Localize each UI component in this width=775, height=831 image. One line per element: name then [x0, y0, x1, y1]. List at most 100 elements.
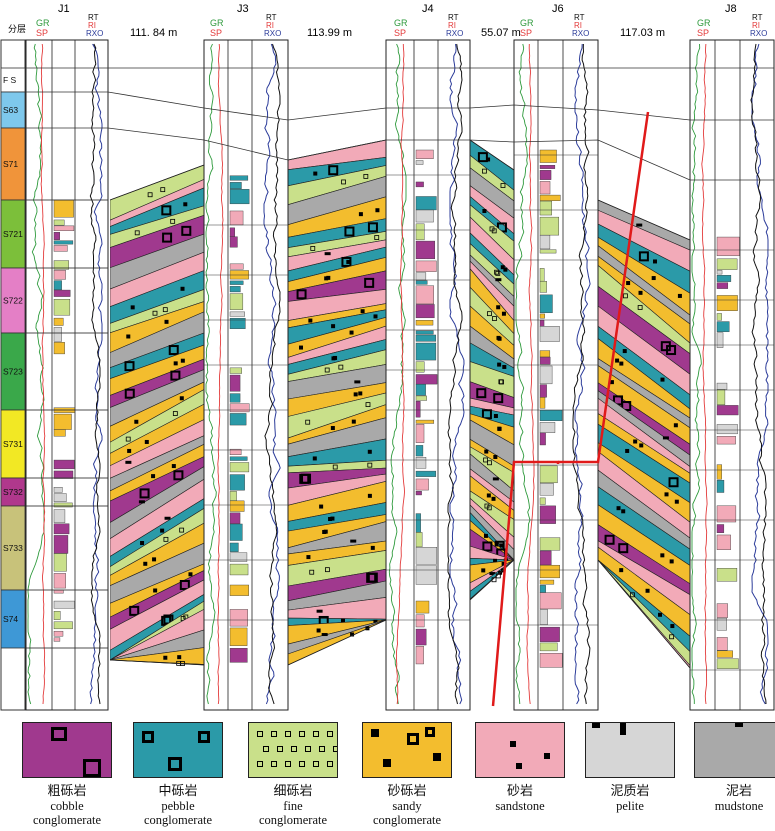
legend-swatch-pelite [585, 722, 675, 778]
lith-bar [229, 393, 241, 403]
strata-layer [110, 187, 204, 235]
lith-bar [716, 313, 722, 321]
strata-layer [110, 456, 204, 523]
ri-label: RI [266, 21, 274, 30]
lith-bar [539, 397, 546, 409]
lith-bar [415, 260, 437, 272]
lith-bar [539, 432, 546, 446]
lith-bar [229, 280, 244, 285]
rxo-label: RXO [264, 29, 281, 38]
fault-line-east [558, 111, 650, 464]
lith-bar [716, 258, 738, 270]
strata-layer [470, 419, 514, 467]
ri-label: RI [574, 21, 582, 30]
strata-layer [598, 413, 690, 484]
strata-layer [470, 232, 514, 285]
lith-bar [539, 313, 545, 319]
strata-layer [288, 521, 386, 555]
correlation-panels [109, 139, 691, 669]
lith-bar [716, 658, 739, 669]
legend-swatch-sandy [362, 722, 452, 778]
strata-layer [110, 311, 204, 369]
lith-bar [53, 327, 62, 342]
legend-label-en-2: conglomerate [372, 813, 442, 827]
lith-bar [539, 181, 551, 195]
strata-layer [470, 468, 514, 511]
lith-bar [415, 361, 425, 373]
lith-bar [229, 189, 250, 205]
lith-bar [415, 419, 435, 424]
lith-bar [716, 389, 726, 405]
lith-bar [53, 429, 66, 437]
lith-bar [53, 493, 67, 502]
lith-bar [539, 642, 558, 652]
lith-bar [716, 617, 727, 631]
lith-bar [415, 532, 423, 548]
strata-layer [470, 154, 514, 202]
strata-layer [470, 413, 514, 446]
lith-bar [415, 285, 434, 305]
lith-bar [415, 445, 424, 457]
strata-layer [470, 453, 514, 503]
strata-layer [288, 270, 386, 302]
strata-layer [288, 317, 386, 358]
lith-bar [539, 350, 551, 358]
lith-bar [229, 491, 237, 501]
lith-bar [539, 216, 560, 236]
rt-label: RT [574, 13, 585, 22]
lith-bar [53, 459, 75, 470]
lith-bar [415, 280, 428, 285]
strata-layer [598, 390, 690, 468]
rxo-label: RXO [750, 29, 767, 38]
lith-bar [539, 294, 553, 314]
well-spacing-4: 117.03 m [620, 27, 665, 39]
lith-bar [539, 326, 560, 342]
lith-bar [539, 465, 558, 484]
lith-bar [53, 637, 61, 642]
lith-bar [53, 535, 69, 554]
lith-bar [716, 275, 732, 282]
log-curve [447, 43, 463, 705]
layer-band-s74 [0, 589, 26, 649]
layer-band-fs [0, 67, 26, 93]
lith-bar [229, 403, 250, 413]
well-spacing-2: 113.99 m [307, 27, 352, 39]
lith-bar [716, 603, 728, 618]
strata-layer [598, 365, 690, 445]
strata-layer [110, 443, 204, 502]
lith-bar [716, 479, 725, 493]
strata-layer [110, 478, 204, 557]
gr-label: GR [520, 18, 534, 28]
log-curve [89, 43, 103, 705]
lith-bar [539, 579, 555, 585]
lith-bar [229, 263, 244, 270]
lith-bar [539, 200, 552, 216]
lith-bar [53, 245, 68, 252]
well-name-j1: J1 [58, 3, 70, 15]
strata-layer [470, 216, 514, 276]
lith-bar [229, 523, 243, 541]
strata-layer [110, 579, 204, 651]
strata-layer [598, 504, 690, 585]
lith-bar [539, 281, 547, 293]
strata-layer [110, 594, 204, 661]
strata-layer [288, 514, 386, 549]
layer-band-s732 [0, 477, 26, 507]
lith-bar [415, 401, 421, 418]
sp-label: SP [520, 28, 532, 38]
strata-layer [470, 438, 514, 473]
log-curve [264, 43, 281, 705]
lith-bar [53, 289, 71, 297]
strata-layer [470, 195, 514, 242]
strata-layer [110, 498, 204, 568]
lith-bar [415, 628, 427, 646]
strata-layer [288, 382, 386, 417]
lith-bar [53, 553, 67, 572]
layer-label: S732 [3, 487, 23, 497]
lith-bar [53, 342, 65, 355]
strata-layer [288, 165, 386, 206]
lith-bar [415, 272, 427, 281]
strata-layer [288, 467, 386, 489]
lith-bar [415, 223, 425, 241]
